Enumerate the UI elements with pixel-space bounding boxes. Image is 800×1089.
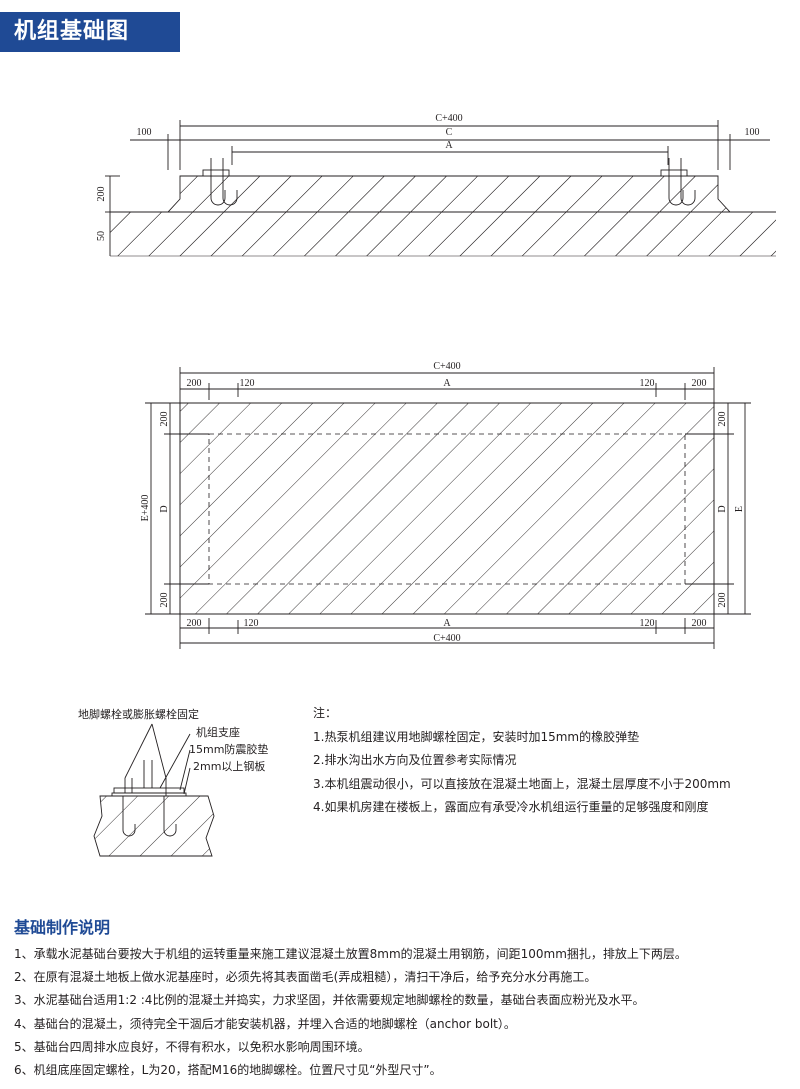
section-dim-total: C+400 bbox=[435, 113, 462, 124]
note-item: 2.排水沟出水方向及位置参考实际情况 bbox=[313, 753, 517, 767]
detail-bolt-icon bbox=[122, 778, 177, 837]
plan-top-right-200: 200 bbox=[692, 378, 707, 389]
plan-bottom-left-120: 120 bbox=[244, 618, 259, 629]
plan-bottom-right-120: 120 bbox=[640, 618, 655, 629]
instruction-item: 1、承载水泥基础台要按大于机组的运转重量来施工建议混凝土放置8mm的混凝土用钢筋… bbox=[14, 947, 687, 961]
page-title: 机组基础图 bbox=[0, 12, 180, 52]
plan-top-total: C+400 bbox=[433, 361, 460, 372]
instruction-item: 3、水泥基础台适用1:2 :4比例的混凝土并捣实，力求坚固，并依需要规定地脚螺栓… bbox=[14, 993, 645, 1008]
instructions-title: 基础制作说明 bbox=[14, 918, 111, 937]
section-dim-depth: 50 bbox=[96, 231, 107, 241]
detail-label-plate: 2mm以上钢板 bbox=[193, 759, 265, 773]
instruction-item: 5、基础台四周排水应良好，不得有积水，以免积水影响周围环境。 bbox=[14, 1039, 370, 1054]
instruction-item: 2、在原有混凝土地板上做水泥基座时，必须先将其表面凿毛(弄成粗糙），清扫干净后，… bbox=[14, 970, 597, 985]
plan-bottom-a: A bbox=[443, 618, 451, 629]
plan-left-bottom-200: 200 bbox=[159, 593, 170, 608]
plan-top-left-120: 120 bbox=[240, 378, 255, 389]
plan-top-left-200: 200 bbox=[187, 378, 202, 389]
plan-right-top-200: 200 bbox=[717, 412, 728, 427]
instruction-item: 4、基础台的混凝土，须待完全干涸后才能安装机器，并埋入合适的地脚螺栓（ancho… bbox=[14, 1016, 516, 1031]
detail-label-base: 机组支座 bbox=[196, 725, 240, 739]
section-dim-a: A bbox=[445, 140, 453, 151]
section-dim-right: 100 bbox=[745, 127, 760, 138]
notes-title: 注： bbox=[313, 706, 338, 720]
plan-top-right-120: 120 bbox=[640, 378, 655, 389]
plan-left-top-200: 200 bbox=[159, 412, 170, 427]
note-item: 4.如果机房建在楼板上，露面应有承受冷水机组运行重量的足够强度和刚度 bbox=[313, 800, 709, 814]
foundation-drawing: C+400 C A 100 100 200 50 bbox=[78, 113, 776, 857]
detail-view bbox=[93, 723, 215, 857]
note-item: 3.本机组震动很小，可以直接放在混凝土地面上，混凝土层厚度不小于200mm bbox=[313, 776, 731, 791]
detail-label-bolt: 地脚螺栓或膨胀螺栓固定 bbox=[78, 707, 199, 721]
plan-bottom-total: C+400 bbox=[433, 633, 460, 644]
note-item: 1.热泵机组建议用地脚螺栓固定，安装时加15mm的橡胶弹垫 bbox=[313, 729, 640, 744]
plan-right-d: D bbox=[717, 505, 728, 512]
section-dim-left: 100 bbox=[137, 127, 152, 138]
instructions-list: 1、承载水泥基础台要按大于机组的运转重量来施工建议混凝土放置8mm的混凝土用钢筋… bbox=[14, 943, 794, 1082]
plan-left-total: E+400 bbox=[140, 495, 151, 522]
notes-block: 注： 1.热泵机组建议用地脚螺栓固定，安装时加15mm的橡胶弹垫 2.排水沟出水… bbox=[313, 702, 793, 820]
plan-bottom-right-200: 200 bbox=[692, 618, 707, 629]
detail-label-pad: 15mm防震胶垫 bbox=[189, 742, 268, 756]
plan-right-bottom-200: 200 bbox=[717, 593, 728, 608]
anchor-bolt-right-icon bbox=[660, 158, 696, 206]
section-view bbox=[105, 120, 776, 257]
anchor-bolt-left-icon bbox=[202, 158, 238, 206]
plan-bottom-left-200: 200 bbox=[187, 618, 202, 629]
plan-top-a: A bbox=[443, 378, 451, 389]
instruction-item: 6、机组底座固定螺栓，L为20，搭配M16的地脚螺栓。位置尺寸见“外型尺寸”。 bbox=[14, 1063, 442, 1078]
section-dim-c: C bbox=[446, 127, 453, 138]
plan-view bbox=[145, 367, 751, 649]
plan-left-d: D bbox=[159, 505, 170, 512]
section-dim-height: 200 bbox=[96, 187, 107, 202]
plan-right-e: E bbox=[734, 506, 745, 512]
